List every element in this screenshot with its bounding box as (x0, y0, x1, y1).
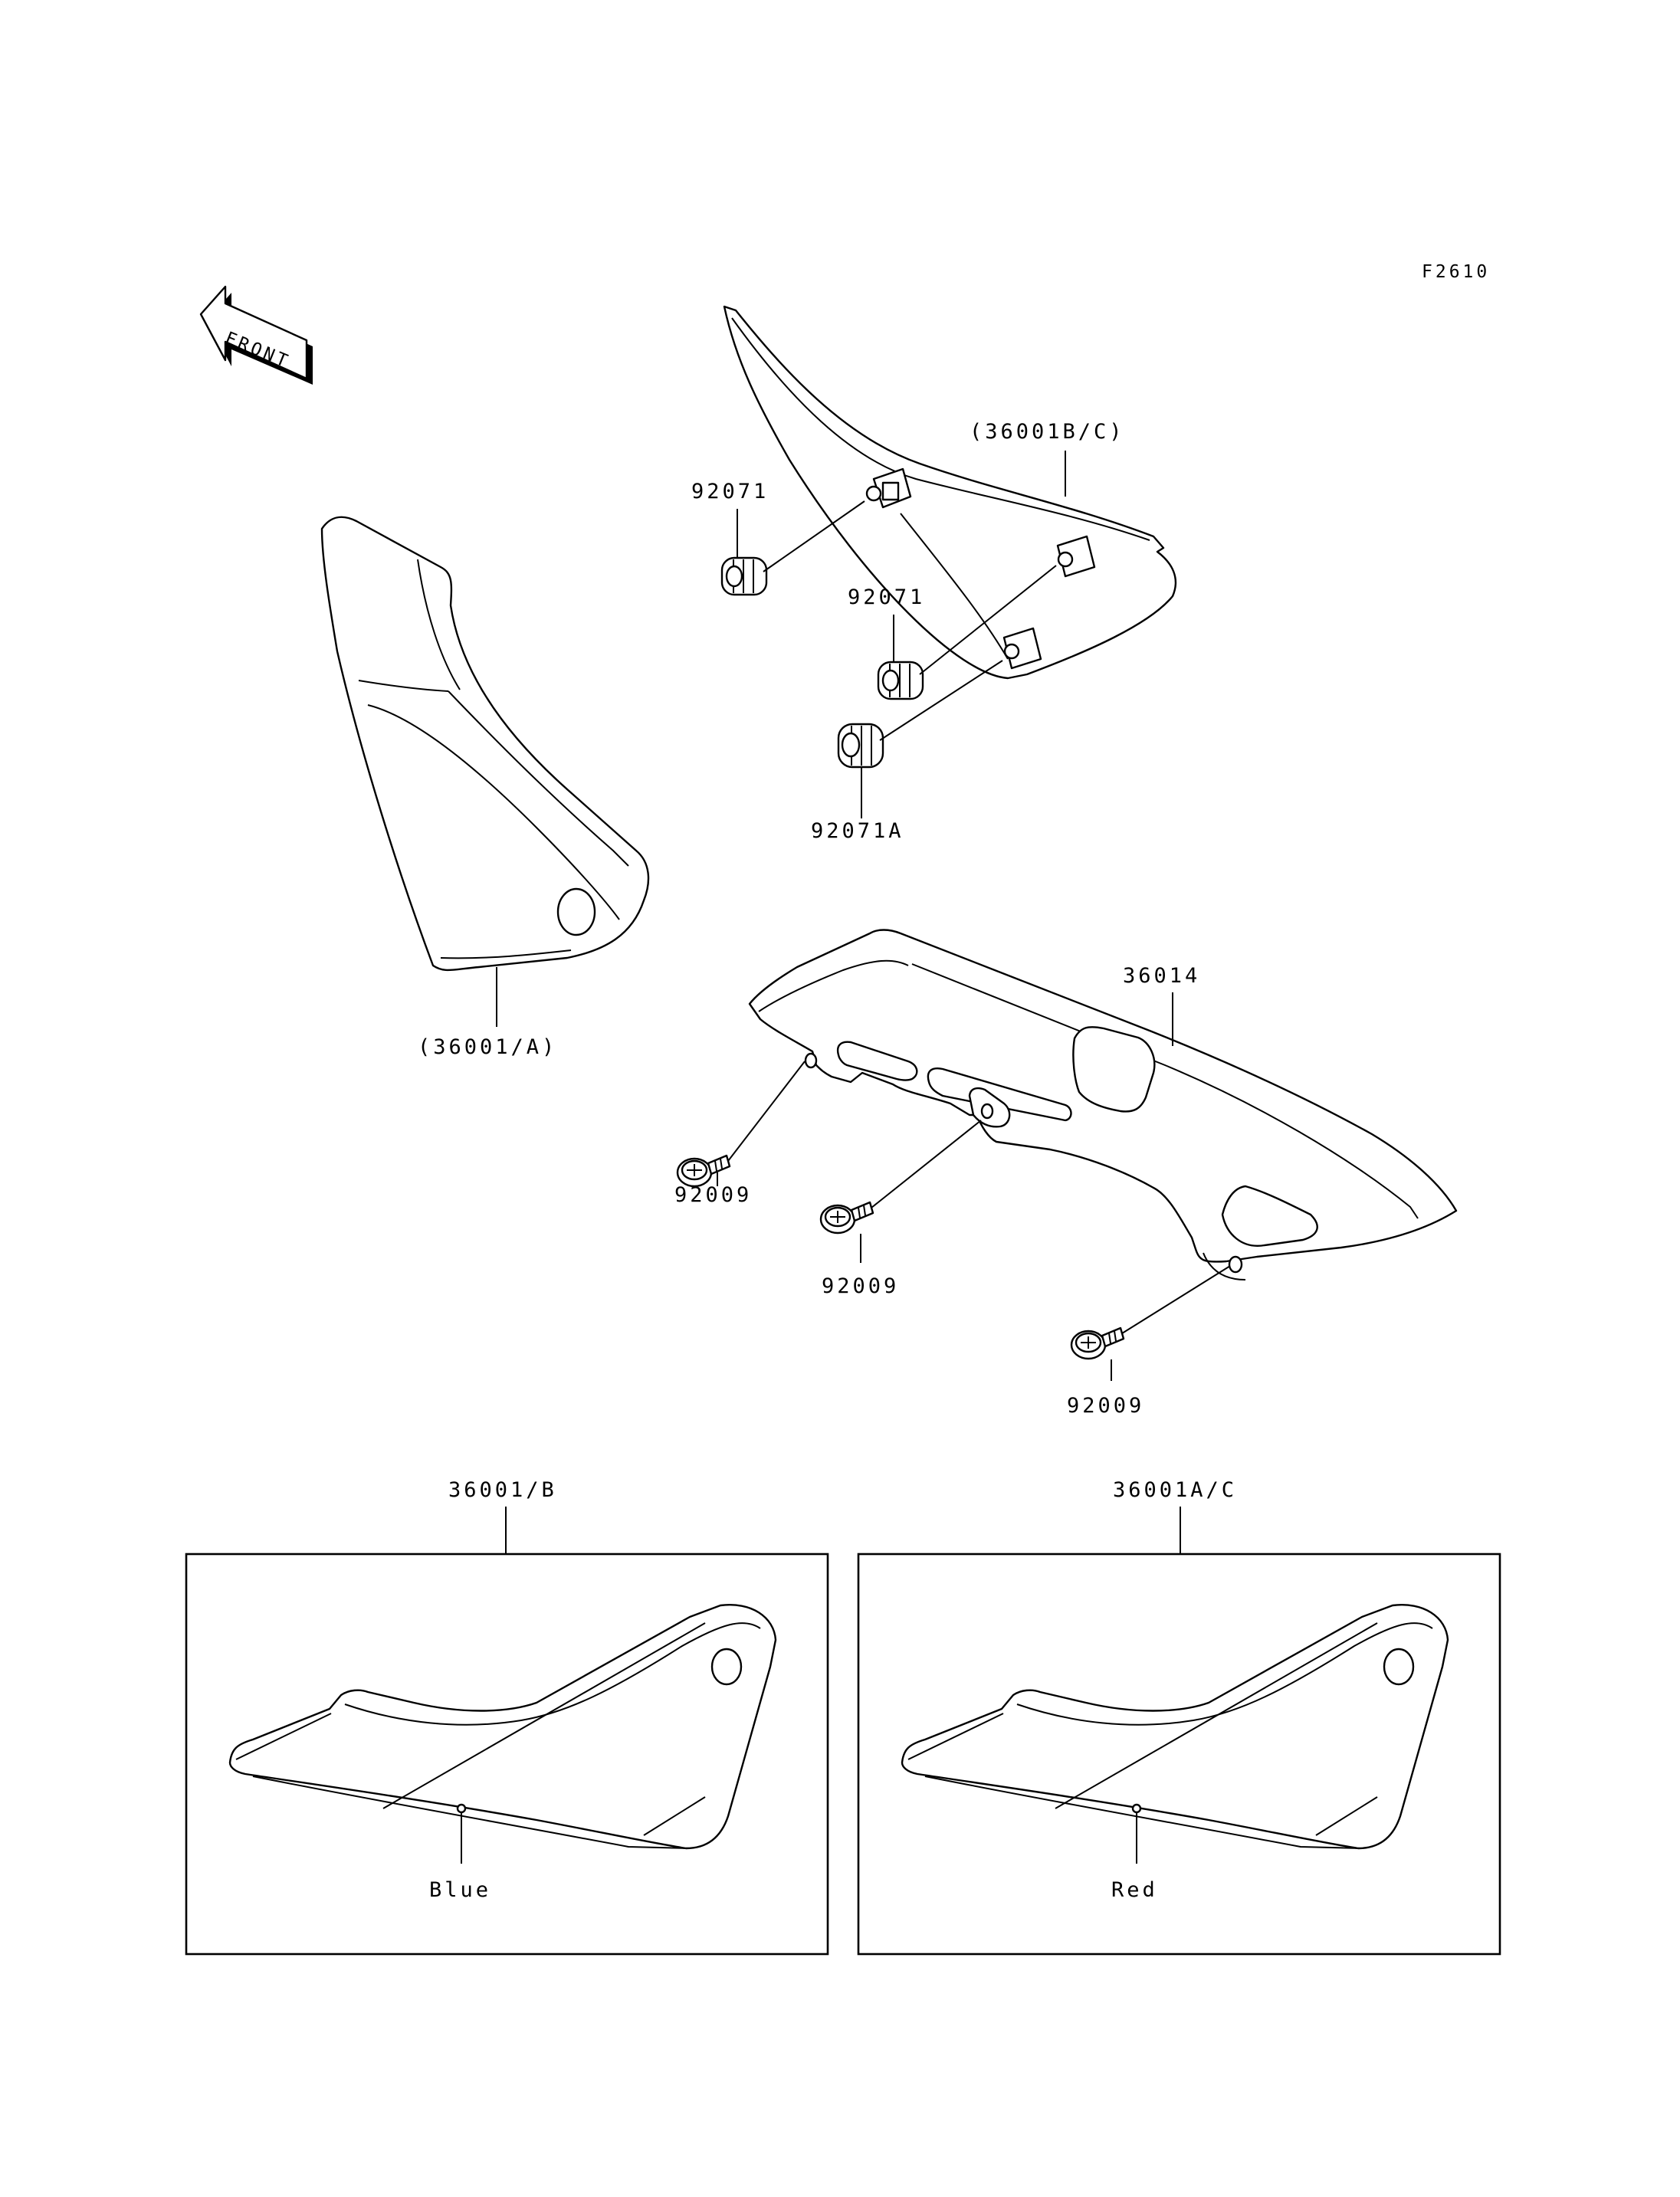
grommet-upper (720, 556, 768, 596)
label-cover-a: (36001/A) (418, 1035, 557, 1059)
label-box-left-part: 36001/B (448, 1478, 557, 1502)
figure-code: F2610 (1422, 262, 1490, 282)
front-arrow-icon: FRONT (199, 285, 313, 385)
side-cover-blue (228, 1604, 777, 1850)
screw-middle (819, 1201, 874, 1235)
side-cover-left (320, 516, 650, 972)
side-cover-red (901, 1604, 1449, 1850)
label-cover-bc: (36001B/C) (970, 420, 1125, 444)
label-box-right-part: 36001A/C (1113, 1478, 1237, 1502)
label-box-right-color: Red (1111, 1878, 1158, 1902)
grommet-middle (877, 661, 924, 700)
screw-left (676, 1154, 731, 1188)
label-chain-guard: 36014 (1123, 964, 1200, 988)
label-box-left-color: Blue (429, 1878, 491, 1902)
screw-right (1070, 1326, 1125, 1360)
label-grommet-upper: 92071 (691, 480, 769, 503)
grommet-a (837, 723, 884, 769)
label-screw-left: 92009 (674, 1183, 752, 1207)
label-grommet-a: 92071A (811, 819, 904, 843)
label-screw-right: 92009 (1067, 1394, 1144, 1418)
chain-guard (748, 929, 1458, 1280)
label-grommet-middle: 92071 (848, 585, 925, 609)
side-cover-upper (723, 305, 1177, 680)
label-screw-middle: 92009 (822, 1274, 899, 1298)
